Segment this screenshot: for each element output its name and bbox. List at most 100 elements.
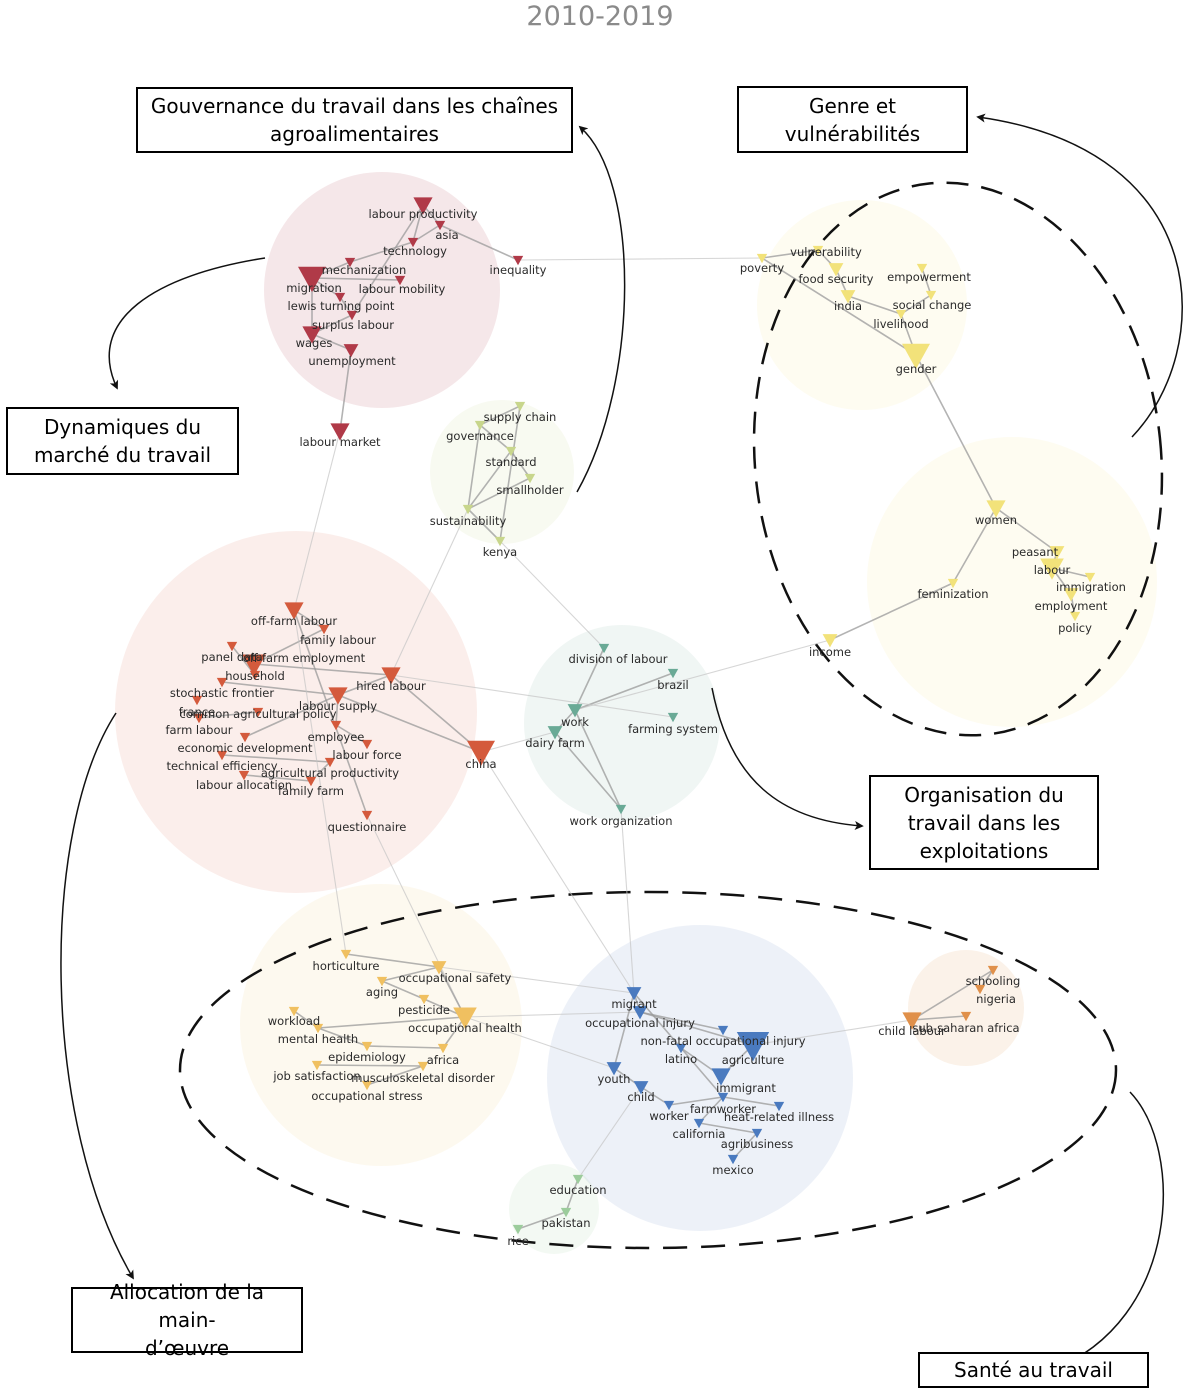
edge-china-migrant [480, 751, 635, 994]
node-kenya [494, 536, 506, 547]
node-label-labour: labour [1034, 563, 1071, 577]
edge-sustainability-kenya [467, 508, 501, 542]
node-hired-labour [381, 667, 401, 685]
edge-child-worker [640, 1086, 670, 1106]
edge-occupational-health-occupational-injury [464, 1011, 641, 1018]
node-label-asia: asia [435, 228, 458, 242]
node-label-sub-saharan-africa: sub-saharan africa [912, 1021, 1019, 1035]
edge-china-dairy-farm [480, 731, 556, 753]
cluster-circle-gender-bottom [867, 437, 1157, 727]
node-agriculture [736, 1032, 770, 1062]
node-migration [298, 266, 326, 292]
node-label-employment: employment [1035, 599, 1108, 613]
edge-education-pakistan [565, 1178, 579, 1213]
node-migrant [626, 987, 642, 1001]
node-agribusiness [751, 1128, 763, 1139]
node-label-stochastic-frontier: stochastic frontier [170, 686, 274, 700]
node-label-inequality: inequality [490, 263, 547, 277]
node-label-california: california [673, 1127, 726, 1141]
node-label-youth: youth [598, 1072, 631, 1086]
edge-standard-sustainability [467, 450, 512, 510]
edge-gender-women [915, 354, 997, 509]
node-labour-market [330, 423, 350, 441]
node-lewis-turning-point [334, 292, 346, 303]
node-dairy-farm [547, 726, 563, 740]
node-supply-chain [514, 401, 526, 412]
node-label-farming-system: farming system [628, 722, 718, 736]
node-label-worker: worker [649, 1109, 688, 1123]
node-labour-allocation [238, 770, 250, 781]
node-label-brazil: brazil [657, 678, 689, 692]
node-label-mental-health: mental health [278, 1032, 358, 1046]
node-label-work: work [561, 715, 589, 729]
node-mexico [727, 1154, 739, 1165]
edge-stochastic-frontier-labour-supply [221, 681, 339, 696]
node-label-wages: wages [296, 336, 333, 350]
edge-mental-health-epidemiology [317, 1027, 368, 1047]
cluster-box-genre: Genre et vulnérabilités [737, 86, 968, 153]
node-sub-saharan-africa [960, 1011, 972, 1022]
edge-women-feminization [952, 507, 997, 584]
cluster-circle-education [509, 1164, 599, 1254]
node-label-pesticide: pesticide [398, 1003, 450, 1017]
node-mechanization [344, 257, 356, 268]
node-work [567, 704, 583, 718]
node-economic-development [239, 732, 251, 743]
dashed-ellipse-gender [752, 181, 1164, 737]
edge-hired-labour-sustainability [390, 508, 469, 676]
node-label-poverty: poverty [740, 261, 784, 275]
edge-india-livelihood [847, 295, 902, 315]
node-label-panel-data: panel data [201, 650, 262, 664]
edge-pakistan-rice [517, 1211, 567, 1230]
node-nigeria [974, 984, 986, 995]
edge-dairy-farm-work-organization [554, 731, 622, 810]
node-label-workload: workload [268, 1014, 320, 1028]
node-label-latino: latino [665, 1052, 697, 1066]
node-india [840, 290, 856, 304]
node-surplus-labour [346, 310, 358, 321]
node-wages [302, 326, 322, 344]
node-income [822, 634, 838, 648]
node-label-women: women [975, 513, 1017, 527]
edge-kenya-division-of-labour [499, 540, 605, 649]
node-heat-related-illness [773, 1101, 785, 1112]
edge-labour-mobility-migration [311, 277, 401, 281]
node-labour-productivity [413, 197, 433, 215]
edge-governance-standard [479, 424, 512, 452]
node-france [191, 695, 203, 706]
node-workload [288, 1006, 300, 1017]
edge-asia-inequality [439, 224, 519, 261]
arrow-labour-market-to-dynamiques [108, 257, 266, 390]
node-label-farmworker: farmworker [690, 1102, 756, 1116]
edge-labour-supply-china [337, 694, 482, 753]
node-label-non-fatal-occupational-injury: non-fatal occupational injury [640, 1034, 805, 1048]
edge-off-farm-employment-hired-labour [253, 663, 392, 676]
node-horticulture [340, 949, 352, 960]
arrow-value-chain-to-gouvernance [576, 125, 626, 493]
node-occupational-safety [431, 961, 447, 975]
node-stochastic-frontier [216, 677, 228, 688]
edge-brazil-work [574, 672, 674, 711]
edge-women-peasant [995, 507, 1058, 553]
node-inequality [512, 255, 524, 266]
node-label-child-labour: child labour [878, 1024, 946, 1038]
node-questionnaire [361, 810, 373, 821]
cluster-circle-labour-market [264, 172, 500, 408]
node-labour [1040, 558, 1064, 580]
node-label-occupational-stress: occupational stress [311, 1089, 422, 1103]
node-labour-mobility [394, 275, 406, 286]
connector-arrows [60, 113, 1183, 1372]
cluster-circle-allocation [115, 531, 477, 893]
node-standard [505, 446, 517, 457]
node-policy [1069, 611, 1081, 622]
edge-child-labour-sub-saharan-africa [911, 1015, 967, 1021]
edge-supply-chain-governance [479, 405, 521, 426]
edge-epidemiology-africa [366, 1045, 444, 1049]
node-label-smallholder: smallholder [496, 483, 564, 497]
node-food-security [828, 263, 844, 277]
node-label-off-farm-employment: off-farm employment [243, 651, 366, 665]
node-label-labour-productivity: labour productivity [369, 207, 478, 221]
node-occupational-injury [632, 1006, 648, 1020]
node-label-labour-supply: labour supply [299, 699, 377, 713]
node-latino [675, 1043, 687, 1054]
